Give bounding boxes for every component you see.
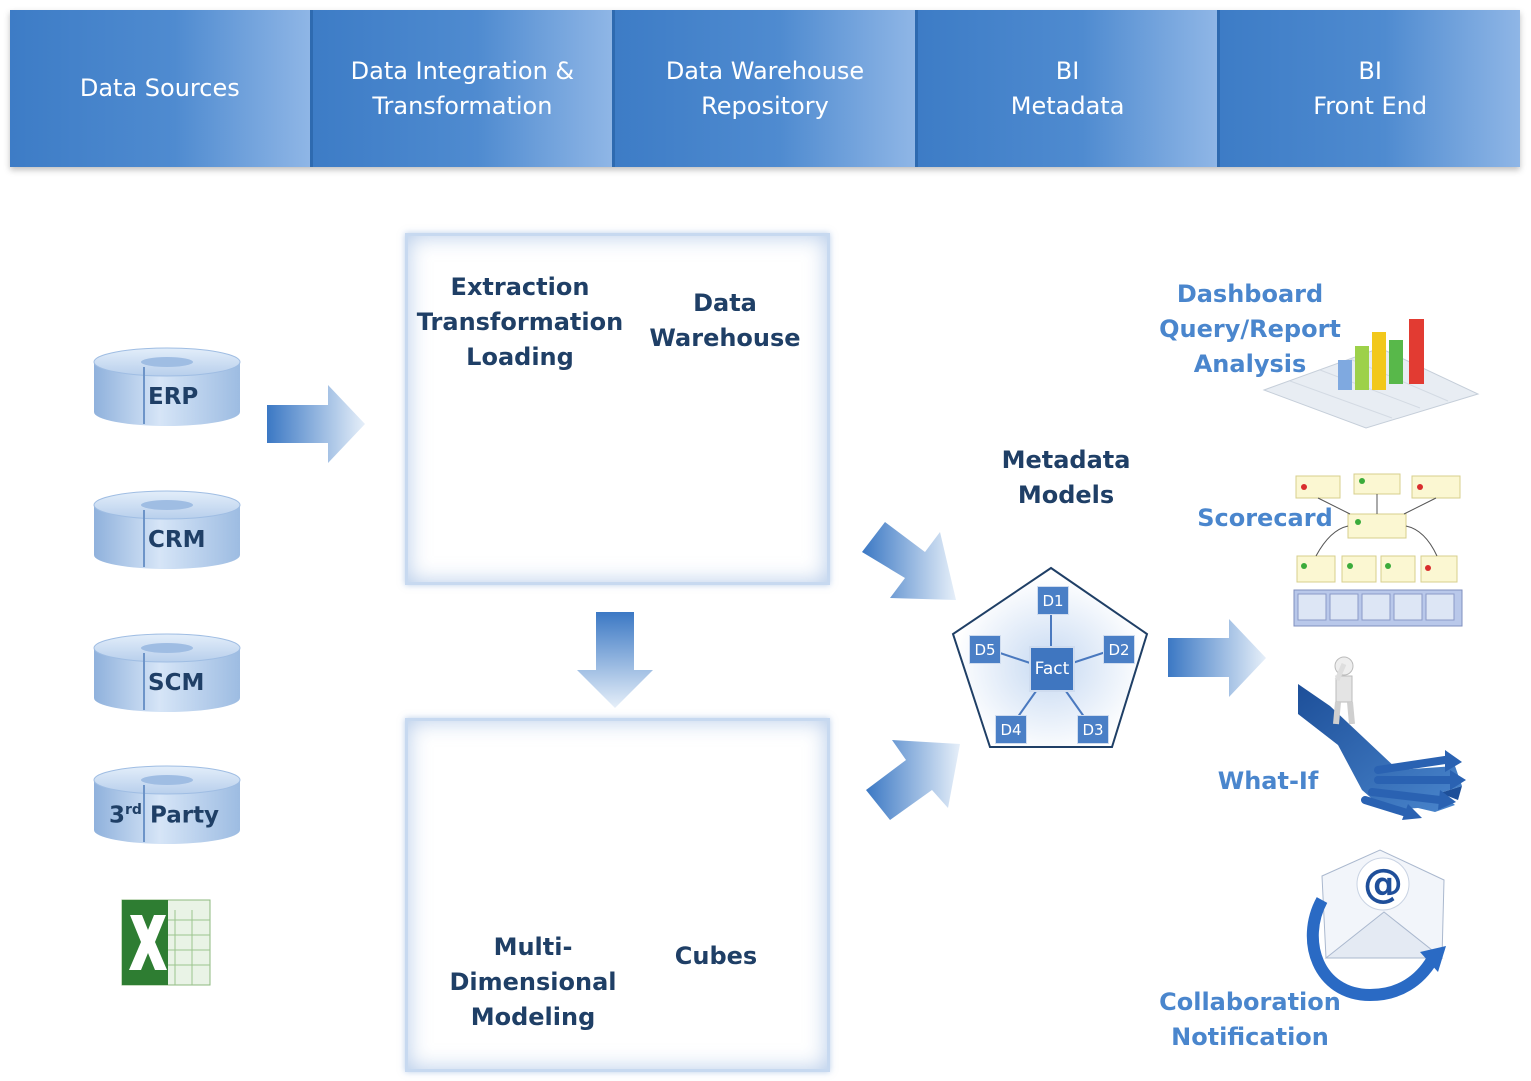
- source-erp-label: ERP: [148, 384, 199, 410]
- arrow-metadata-to-frontend: [1168, 619, 1266, 697]
- arrow-dw-to-metadata: [862, 522, 956, 600]
- email-icon: @: [1306, 849, 1446, 1002]
- what-if-label: What-If: [1217, 767, 1319, 795]
- bar-chart-icon: [1262, 319, 1480, 429]
- source-crm-label: CRM: [148, 527, 206, 553]
- etl-dw-box: [405, 233, 830, 585]
- excel-icon: [121, 899, 211, 986]
- header-data-warehouse: Data Warehouse Repository: [615, 10, 918, 167]
- source-third-party-label: 3rd Party: [109, 802, 219, 829]
- stage-header: Data Sources Data Integration & Transfor…: [10, 10, 1520, 167]
- header-bi-front-end: BI Front End: [1220, 10, 1520, 167]
- cylinder-scm: [93, 633, 241, 712]
- source-scm-label: SCM: [148, 670, 205, 696]
- fact-node: Fact: [1029, 646, 1075, 692]
- third-party-number: 3: [109, 802, 126, 829]
- data-warehouse-label: Data Warehouse: [649, 289, 801, 352]
- arrow-cubes-to-metadata: [866, 740, 960, 820]
- third-party-superscript: rd: [125, 802, 142, 818]
- scorecard-label: Scorecard: [1197, 504, 1333, 532]
- cylinder-erp: [93, 347, 241, 426]
- dimension-d5: D5: [969, 635, 1001, 664]
- arrow-sources-to-etl: [267, 385, 365, 463]
- dashboard-label: Dashboard Query/Report Analysis: [1159, 280, 1341, 378]
- cylinder-third-party: [93, 765, 241, 844]
- header-data-sources: Data Sources: [10, 10, 313, 167]
- dimension-d3: D3: [1077, 715, 1109, 744]
- mdm-cubes-box: [405, 718, 830, 1072]
- header-bi-metadata: BI Metadata: [917, 10, 1221, 167]
- third-party-text: Party: [141, 802, 220, 829]
- collaboration-label: Collaboration Notification: [1159, 988, 1341, 1051]
- dimension-d1: D1: [1037, 586, 1069, 615]
- what-if-icon: [1298, 656, 1466, 820]
- etl-label: Extraction Transformation Loading: [416, 273, 624, 371]
- header-data-integration: Data Integration & Transformation: [312, 10, 616, 167]
- cylinder-crm: [93, 490, 241, 569]
- scorecard-icon: [1293, 473, 1463, 630]
- arrow-etl-to-mdm: [577, 612, 653, 708]
- cubes-label: Cubes: [674, 942, 758, 970]
- metadata-models-label: Metadata Models: [1001, 446, 1131, 509]
- svg-text:@: @: [1363, 861, 1403, 907]
- dimension-d2: D2: [1103, 635, 1135, 664]
- dimension-d4: D4: [995, 715, 1027, 744]
- mdm-label: Multi- Dimensional Modeling: [449, 933, 617, 1031]
